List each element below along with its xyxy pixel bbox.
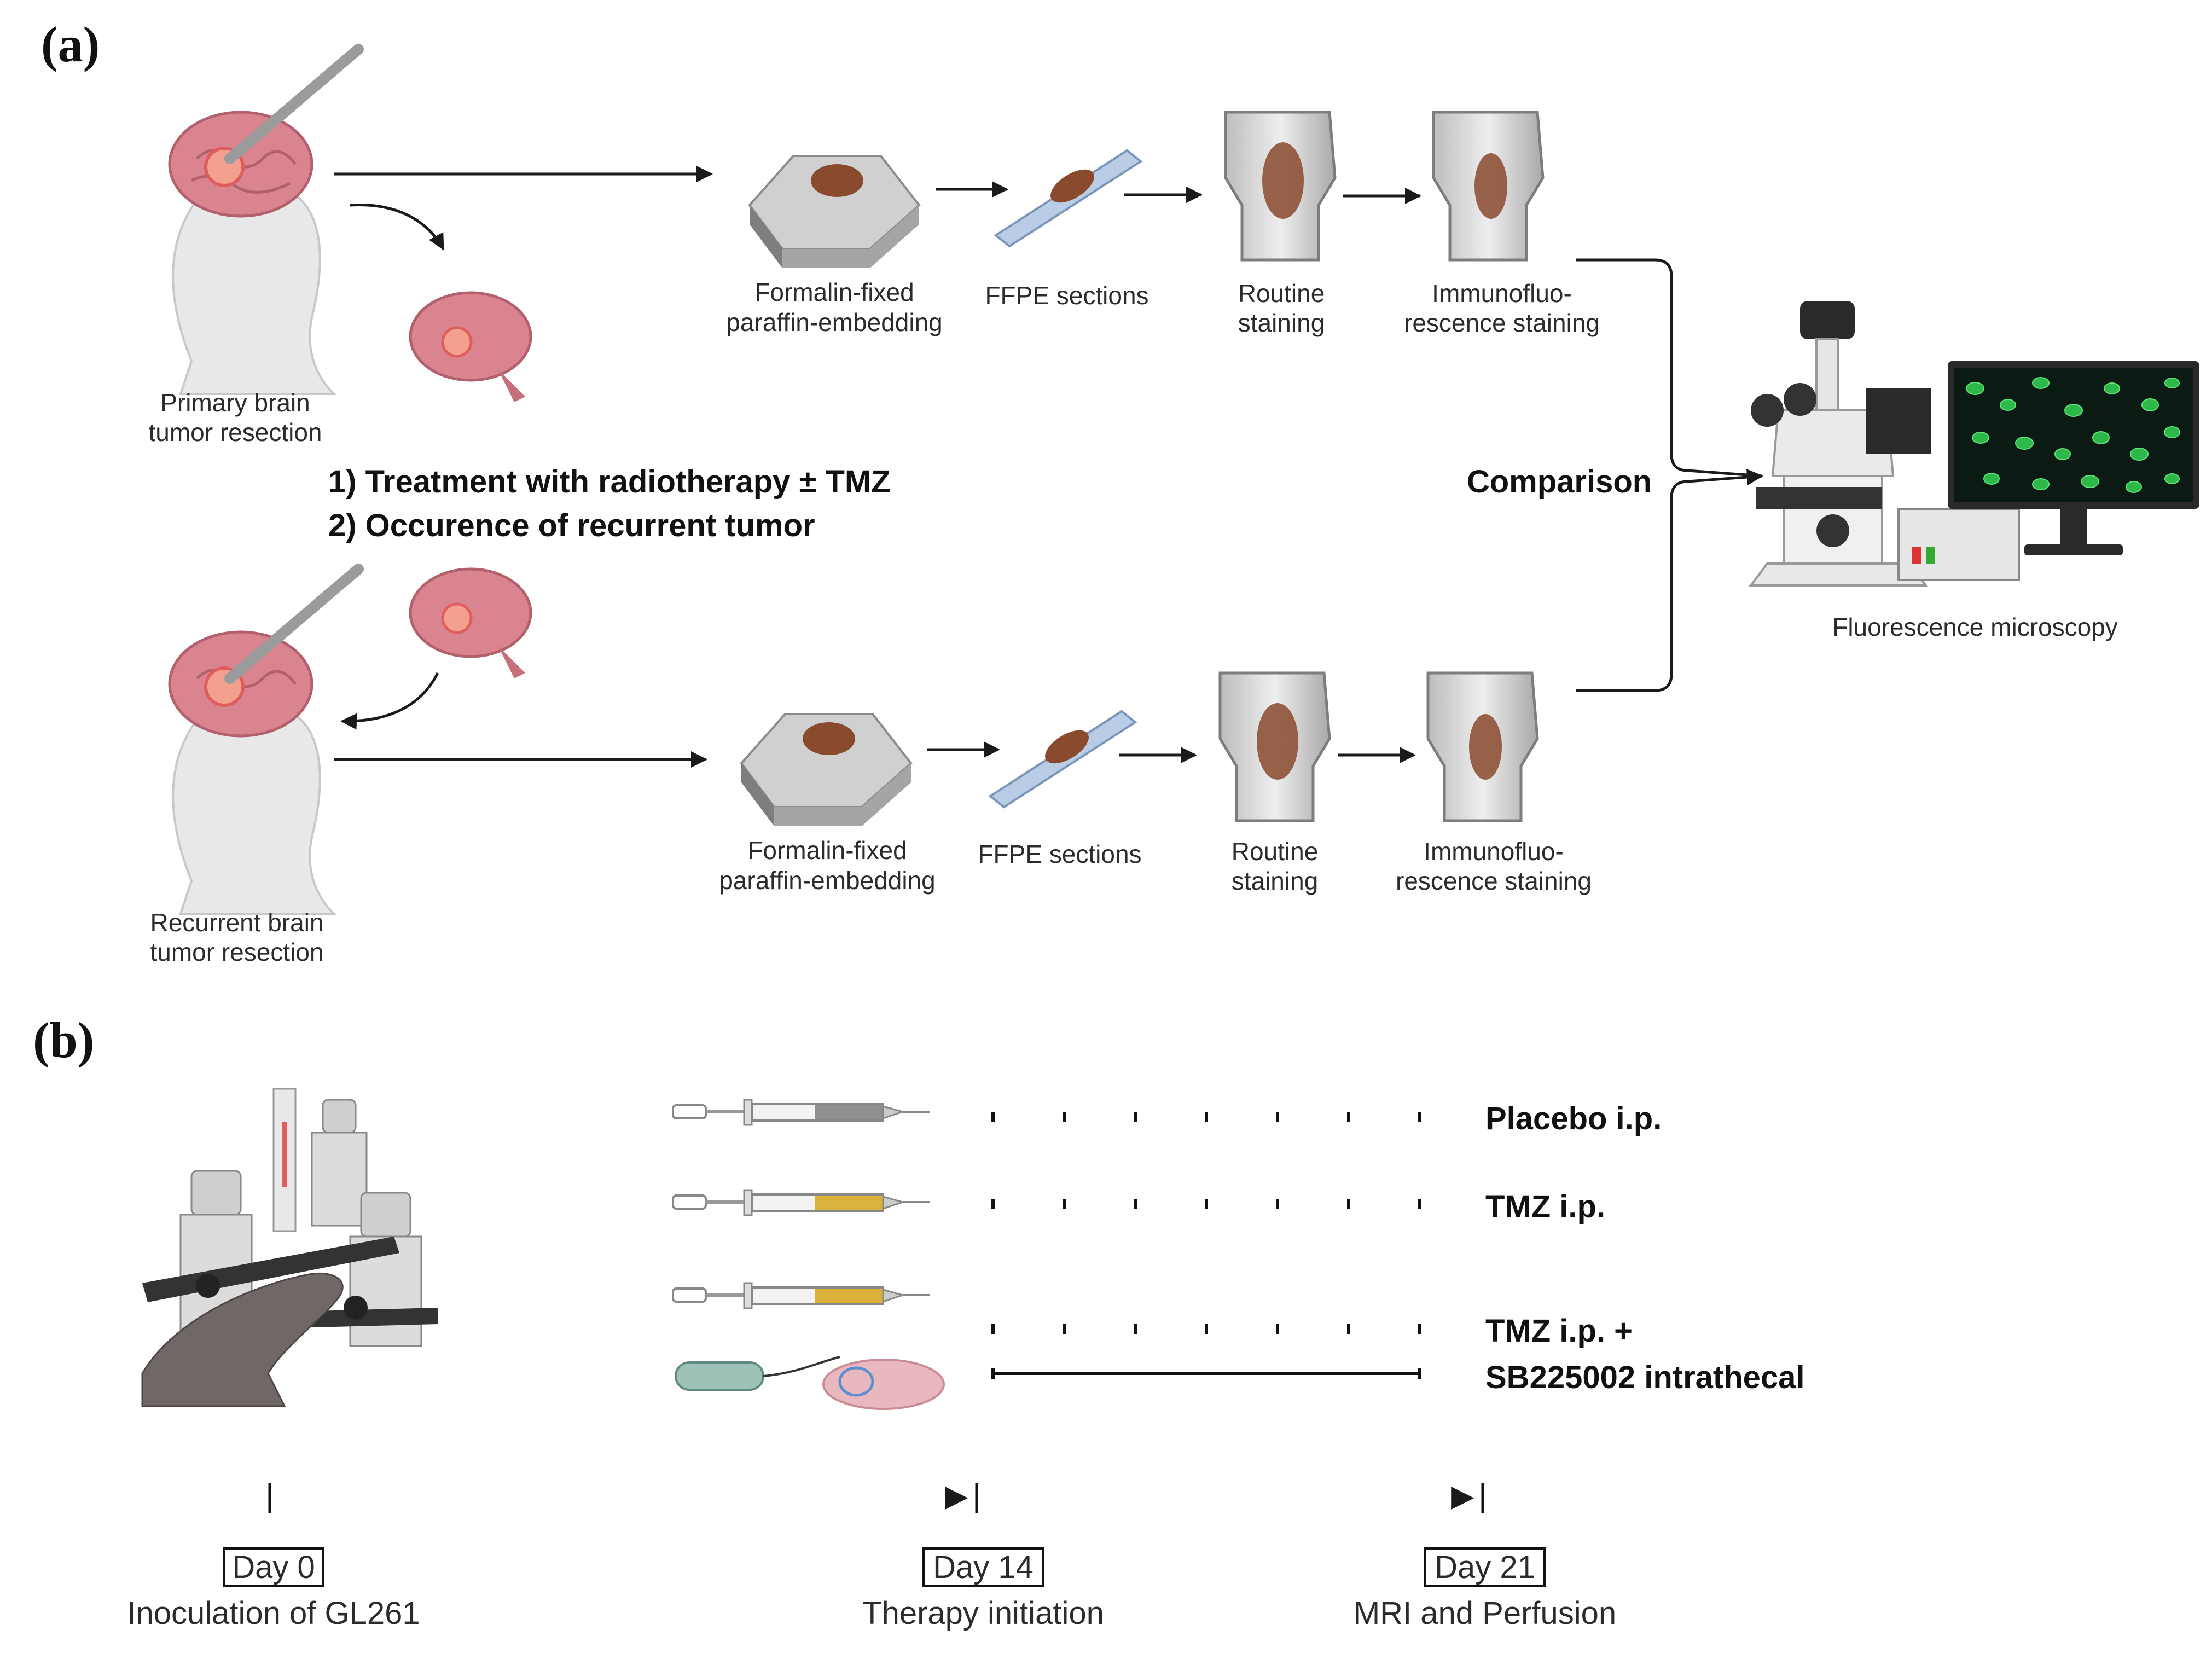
microscope-icon — [1749, 301, 2020, 587]
schedule-placebo — [991, 1112, 1421, 1122]
day0-label: Day 0 — [232, 1550, 315, 1585]
recurrent-head-icon — [168, 564, 364, 915]
if-bottom-line2: rescence staining — [1396, 867, 1592, 895]
osmotic-pump-icon — [675, 1356, 945, 1410]
schedule-combo — [991, 1324, 1421, 1334]
primary-head-icon — [168, 44, 364, 395]
recurrent-resection-line2: tumor resection — [150, 938, 323, 966]
primary-resection-line2: tumor resection — [148, 418, 322, 446]
microscopy-label: Fluorescence microscopy — [1832, 613, 2118, 641]
day21-box — [1424, 1547, 1546, 1587]
if-bottom-line1: Immunofluo- — [1424, 837, 1564, 866]
group-tmz-label: TMZ i.p. — [1485, 1189, 1605, 1225]
sections-top-label: FFPE sections — [985, 281, 1148, 310]
staining-jar-icon-bottom-2 — [1426, 671, 1539, 822]
staining-jar-icon-top-1 — [1224, 111, 1337, 262]
syringe-tmz-icon — [672, 1189, 930, 1216]
comparison-label: Comparison — [1467, 464, 1652, 500]
curved-arrow-back — [340, 672, 439, 730]
embed-bottom-line2: paraffin-embedding — [719, 866, 936, 895]
day21-label: Day 21 — [1435, 1550, 1535, 1585]
routine-top-line1: Routine — [1238, 279, 1325, 307]
curved-arrow-down — [350, 203, 445, 251]
monitor-icon — [1948, 361, 2199, 555]
staining-jar-icon-bottom-1 — [1218, 671, 1331, 822]
routine-bottom-line1: Routine — [1232, 837, 1319, 866]
group-combo-label-2: SB225002 intrathecal — [1485, 1360, 1805, 1395]
paraffin-block-icon-bottom — [740, 713, 913, 826]
treatment-line2: 2) Occurence of recurrent tumor — [328, 508, 815, 543]
embed-top-line2: paraffin-embedding — [726, 308, 943, 336]
if-top-line2: rescence staining — [1404, 309, 1600, 337]
slide-icon-bottom — [988, 710, 1137, 809]
panel-b-label: (b) — [33, 1012, 94, 1068]
group-placebo-label: Placebo i.p. — [1485, 1101, 1662, 1136]
extracted-brain-icon — [409, 291, 532, 402]
routine-top-line2: staining — [1238, 309, 1325, 337]
sections-bottom-label: FFPE sections — [978, 840, 1141, 868]
recurrent-resection-line1: Recurrent brain — [150, 908, 323, 937]
day21-event: MRI and Perfusion — [1354, 1595, 1616, 1631]
day14-event: Therapy initiation — [862, 1595, 1104, 1631]
embed-top-line1: Formalin-fixed — [754, 278, 914, 306]
if-top-line1: Immunofluo- — [1432, 279, 1572, 307]
day0-event: Inoculation of GL261 — [127, 1595, 420, 1631]
routine-bottom-line2: staining — [1232, 867, 1319, 895]
comparison-connector-bottom — [1576, 469, 1763, 692]
primary-resection-line1: Primary brain — [160, 388, 310, 417]
comparison-connector-top — [1576, 258, 1762, 478]
extracted-brain-recurrent-icon — [409, 567, 532, 678]
stereotaxic-mouse-icon — [141, 1088, 438, 1407]
day14-label: Day 14 — [933, 1550, 1034, 1585]
panel-a-label: (a) — [41, 16, 100, 72]
day14-box — [922, 1547, 1044, 1587]
schedule-continuous — [991, 1368, 1421, 1379]
day0-box — [223, 1547, 324, 1587]
treatment-line1: 1) Treatment with radiotherapy ± TMZ — [328, 464, 891, 500]
schedule-tmz — [991, 1199, 1421, 1209]
syringe-placebo-icon — [672, 1099, 930, 1126]
embed-bottom-line1: Formalin-fixed — [747, 836, 907, 864]
slide-icon-top — [994, 149, 1143, 248]
group-combo-label-1: TMZ i.p. + — [1485, 1313, 1633, 1349]
paraffin-block-icon-top — [748, 155, 921, 268]
staining-jar-icon-top-2 — [1432, 111, 1545, 262]
syringe-tmz-combo-icon — [672, 1282, 930, 1309]
